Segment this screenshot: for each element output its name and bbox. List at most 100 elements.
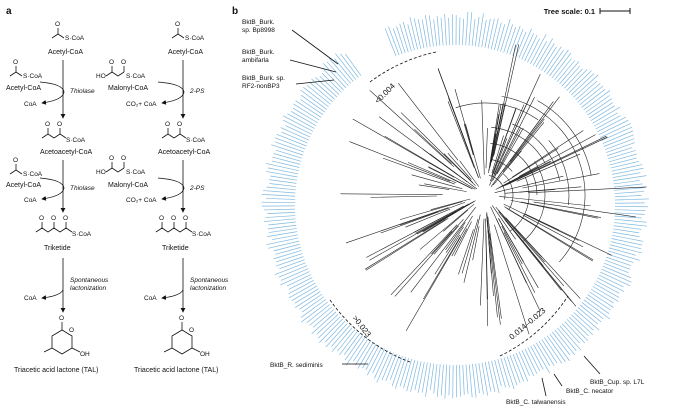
tree-branch — [463, 214, 481, 283]
leaf-label-mark — [571, 314, 593, 335]
leaf-label-mark — [376, 351, 391, 383]
svg-text:O: O — [109, 59, 114, 66]
leaf-label-mark — [607, 147, 633, 156]
leaf-label-mark — [598, 119, 629, 136]
leaf-label-mark — [583, 299, 611, 320]
leaf-label-mark — [543, 46, 562, 73]
leaf-label-mark — [309, 82, 333, 103]
tree-branch — [463, 124, 474, 156]
arc-label-right: 0.014–0.023 — [508, 306, 548, 342]
leaf-label-mark — [462, 18, 465, 46]
leaf-label-mark — [512, 353, 525, 382]
leaf-label-mark — [275, 149, 303, 159]
tree-branch — [525, 214, 612, 256]
tree-branch — [522, 173, 600, 189]
tree-branch — [431, 231, 453, 255]
leaf-label-mark — [306, 85, 331, 105]
leaf-label-mark — [590, 288, 614, 304]
tree-branch — [497, 209, 565, 287]
leaf-label-mark — [331, 325, 351, 347]
leaf-label-mark — [288, 282, 316, 299]
tree-branch — [491, 205, 516, 240]
svg-text:S·CoA: S·CoA — [126, 73, 146, 80]
leaf-label-mark — [381, 352, 394, 381]
panel-label-a: a — [6, 6, 12, 17]
tal-structure-left: O O OH — [43, 315, 90, 358]
svg-text:O: O — [121, 59, 126, 66]
leaf-label-mark — [444, 13, 447, 46]
leaf-label-mark — [561, 65, 581, 87]
leaf-label-mark — [493, 22, 502, 50]
leaf-label-mark — [581, 302, 604, 320]
leaf-label-mark — [406, 359, 416, 392]
svg-text:BktB_Burk.: BktB_Burk. — [242, 19, 275, 26]
svg-text:O: O — [51, 215, 56, 222]
leaf-label-mark — [293, 103, 320, 121]
tree-internal-arc — [501, 96, 586, 263]
tree-branch — [434, 234, 461, 275]
svg-text:HO: HO — [96, 169, 106, 176]
svg-text:BktB_R. sediminis: BktB_R. sediminis — [270, 362, 323, 369]
left-pathway: O S·CoA Acetyl-CoA O S·CoA Acetyl-CoA Th… — [6, 21, 109, 374]
leaf-label-mark — [478, 13, 484, 47]
leaf-label-mark — [275, 247, 301, 255]
leaf-label-mark — [549, 49, 569, 77]
tree-branch — [414, 129, 452, 165]
leaf-label-mark — [323, 63, 347, 89]
leaf-label-mark — [552, 331, 571, 355]
tree-branch — [454, 221, 472, 256]
leaf-label-mark — [490, 18, 499, 50]
tree-branch — [522, 214, 584, 248]
tree-branch — [486, 216, 491, 261]
tree-branch — [415, 203, 470, 234]
right-pathway: O S·CoA Acetyl-CoA HO O O S·CoA Malonyl-… — [96, 21, 229, 374]
leaf-label-mark — [497, 359, 506, 388]
tree-branch — [503, 203, 579, 241]
leaf-label-mark — [414, 361, 422, 390]
leaf-label-mark — [421, 19, 428, 48]
leaf-label-mark — [265, 215, 296, 218]
leaf-label-mark — [286, 274, 312, 287]
tree-branch — [443, 153, 474, 184]
tree-branch — [345, 207, 449, 244]
leaf-label-mark — [497, 24, 506, 51]
leaf-label-mark — [535, 38, 554, 68]
svg-text:O: O — [177, 121, 182, 128]
leaf-label-mark — [592, 286, 619, 302]
leaf-label-mark — [603, 262, 629, 274]
tree-branch — [502, 74, 541, 157]
tree-branch — [380, 201, 466, 234]
leaf-label-mark — [608, 250, 640, 261]
leaf-label-mark — [339, 331, 358, 355]
svg-text:S·CoA: S·CoA — [186, 137, 206, 144]
leaf-label-mark — [601, 126, 633, 141]
leaf-label-mark — [535, 342, 551, 366]
leaf-label-mark — [325, 323, 348, 348]
tree-branch — [364, 219, 446, 270]
svg-text:BktB_C. talwanensis: BktB_C. talwanensis — [506, 399, 566, 406]
leaf-label-mark — [417, 19, 425, 49]
leaf-label-mark — [429, 363, 435, 391]
leaf-label-mark — [611, 167, 644, 175]
leaf-label-mark — [263, 218, 296, 222]
leaf-label-mark — [292, 107, 318, 124]
leaf-label-mark — [614, 187, 645, 191]
leaf-label-mark — [264, 208, 296, 211]
leaf-label-mark — [566, 319, 589, 341]
tree-branch — [498, 211, 572, 302]
leaf-label-mark — [597, 116, 627, 133]
tree-branch — [398, 82, 459, 161]
tree-branch — [399, 201, 463, 220]
leaf-label-mark — [481, 362, 489, 396]
leaf-label-mark — [559, 61, 580, 85]
leaf-label-mark — [459, 364, 461, 397]
leaf-label-mark — [280, 127, 309, 141]
right-intermediate-name: Acetoacetyl-CoA — [158, 149, 210, 156]
leaf-label-mark — [515, 352, 529, 382]
malonyl-coa-substrate-right: HO O O S·CoA — [96, 59, 146, 80]
leaf-label-mark — [471, 19, 476, 46]
leaf-label-mark — [345, 337, 366, 366]
tree-branch — [512, 130, 584, 178]
svg-text:BktB_Cup. sp. L7L: BktB_Cup. sp. L7L — [590, 379, 645, 386]
leaf-label-mark — [608, 153, 637, 163]
